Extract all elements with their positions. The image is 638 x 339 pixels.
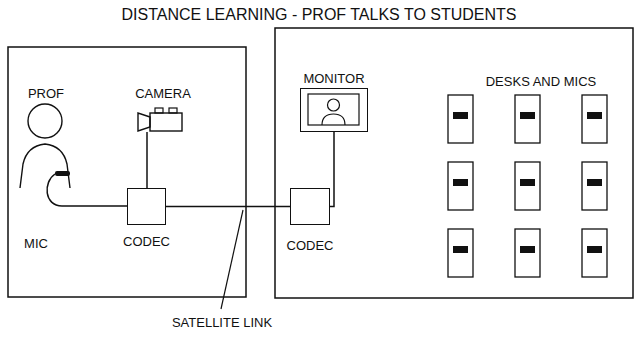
desk-mic	[453, 112, 468, 119]
desk-mic	[587, 179, 602, 186]
node-label: MONITOR	[303, 71, 364, 86]
link-line	[146, 132, 148, 188]
desk	[582, 229, 607, 277]
desk-outline	[448, 229, 473, 277]
monitor-drawing	[301, 89, 369, 133]
classroom	[275, 28, 633, 298]
desk	[448, 162, 473, 210]
person-figure: PROF	[14, 84, 78, 190]
desk	[515, 229, 540, 277]
node-label-wrap: CAMERA	[135, 84, 191, 102]
studio-room	[8, 47, 246, 297]
desk-outline	[582, 229, 607, 277]
codec-box: CODEC	[127, 188, 166, 225]
camera-icon: CAMERA	[128, 84, 198, 132]
desk-outline	[582, 162, 607, 210]
title-wrap: DISTANCE LEARNING - PROF TALKS TO STUDEN…	[0, 5, 638, 25]
monitor-box: MONITOR	[300, 88, 368, 132]
desk-outline	[448, 95, 473, 143]
camera-lens	[138, 113, 150, 131]
callout-label: MIC	[24, 236, 48, 251]
codec-box: CODEC	[290, 188, 330, 225]
desk-outline	[515, 95, 540, 143]
node-label-wrap: PROF	[28, 84, 64, 102]
node-label-wrap: CODEC	[123, 232, 170, 250]
monitor-screen	[308, 94, 359, 125]
node-label-wrap: CODEC	[287, 236, 334, 254]
desk	[448, 229, 473, 277]
label-wrap: MIC	[24, 234, 48, 252]
diagram-title: DISTANCE LEARNING - PROF TALKS TO STUDEN…	[121, 6, 516, 23]
desk-outline	[448, 162, 473, 210]
callout-label: SATELLITE LINK	[172, 315, 272, 330]
node-label: CODEC	[287, 238, 334, 253]
mic-wire	[47, 174, 127, 206]
head	[28, 104, 62, 138]
desk-outline	[582, 95, 607, 143]
camera-top	[155, 108, 163, 113]
callout-label: DESKS AND MICS	[486, 74, 597, 89]
desk-mic	[587, 112, 602, 119]
desk-mic	[520, 246, 535, 253]
body	[20, 144, 70, 188]
screen-body	[322, 114, 345, 125]
desk-mic	[520, 179, 535, 186]
camera-body	[150, 113, 182, 131]
link-line	[166, 206, 290, 208]
node-label-wrap: MONITOR	[303, 69, 364, 87]
desk-grid	[448, 95, 607, 277]
desk-mic	[453, 246, 468, 253]
desk	[582, 162, 607, 210]
desk	[515, 95, 540, 143]
node-label: CAMERA	[135, 86, 191, 101]
desk	[582, 95, 607, 143]
camera-top	[169, 108, 177, 113]
desk-outline	[515, 162, 540, 210]
label-wrap: DESKS AND MICS	[486, 72, 597, 90]
node-label: CODEC	[123, 234, 170, 249]
link-line	[330, 132, 334, 207]
node-label: PROF	[28, 86, 64, 101]
desk	[515, 162, 540, 210]
desk-mic	[587, 246, 602, 253]
desk-outline	[515, 229, 540, 277]
desk	[448, 95, 473, 143]
label-wrap: SATELLITE LINK	[172, 313, 272, 331]
hand-mic	[55, 171, 70, 176]
leader-line	[221, 210, 243, 309]
desk-mic	[520, 112, 535, 119]
desk-mic	[453, 179, 468, 186]
screen-head	[328, 99, 340, 111]
